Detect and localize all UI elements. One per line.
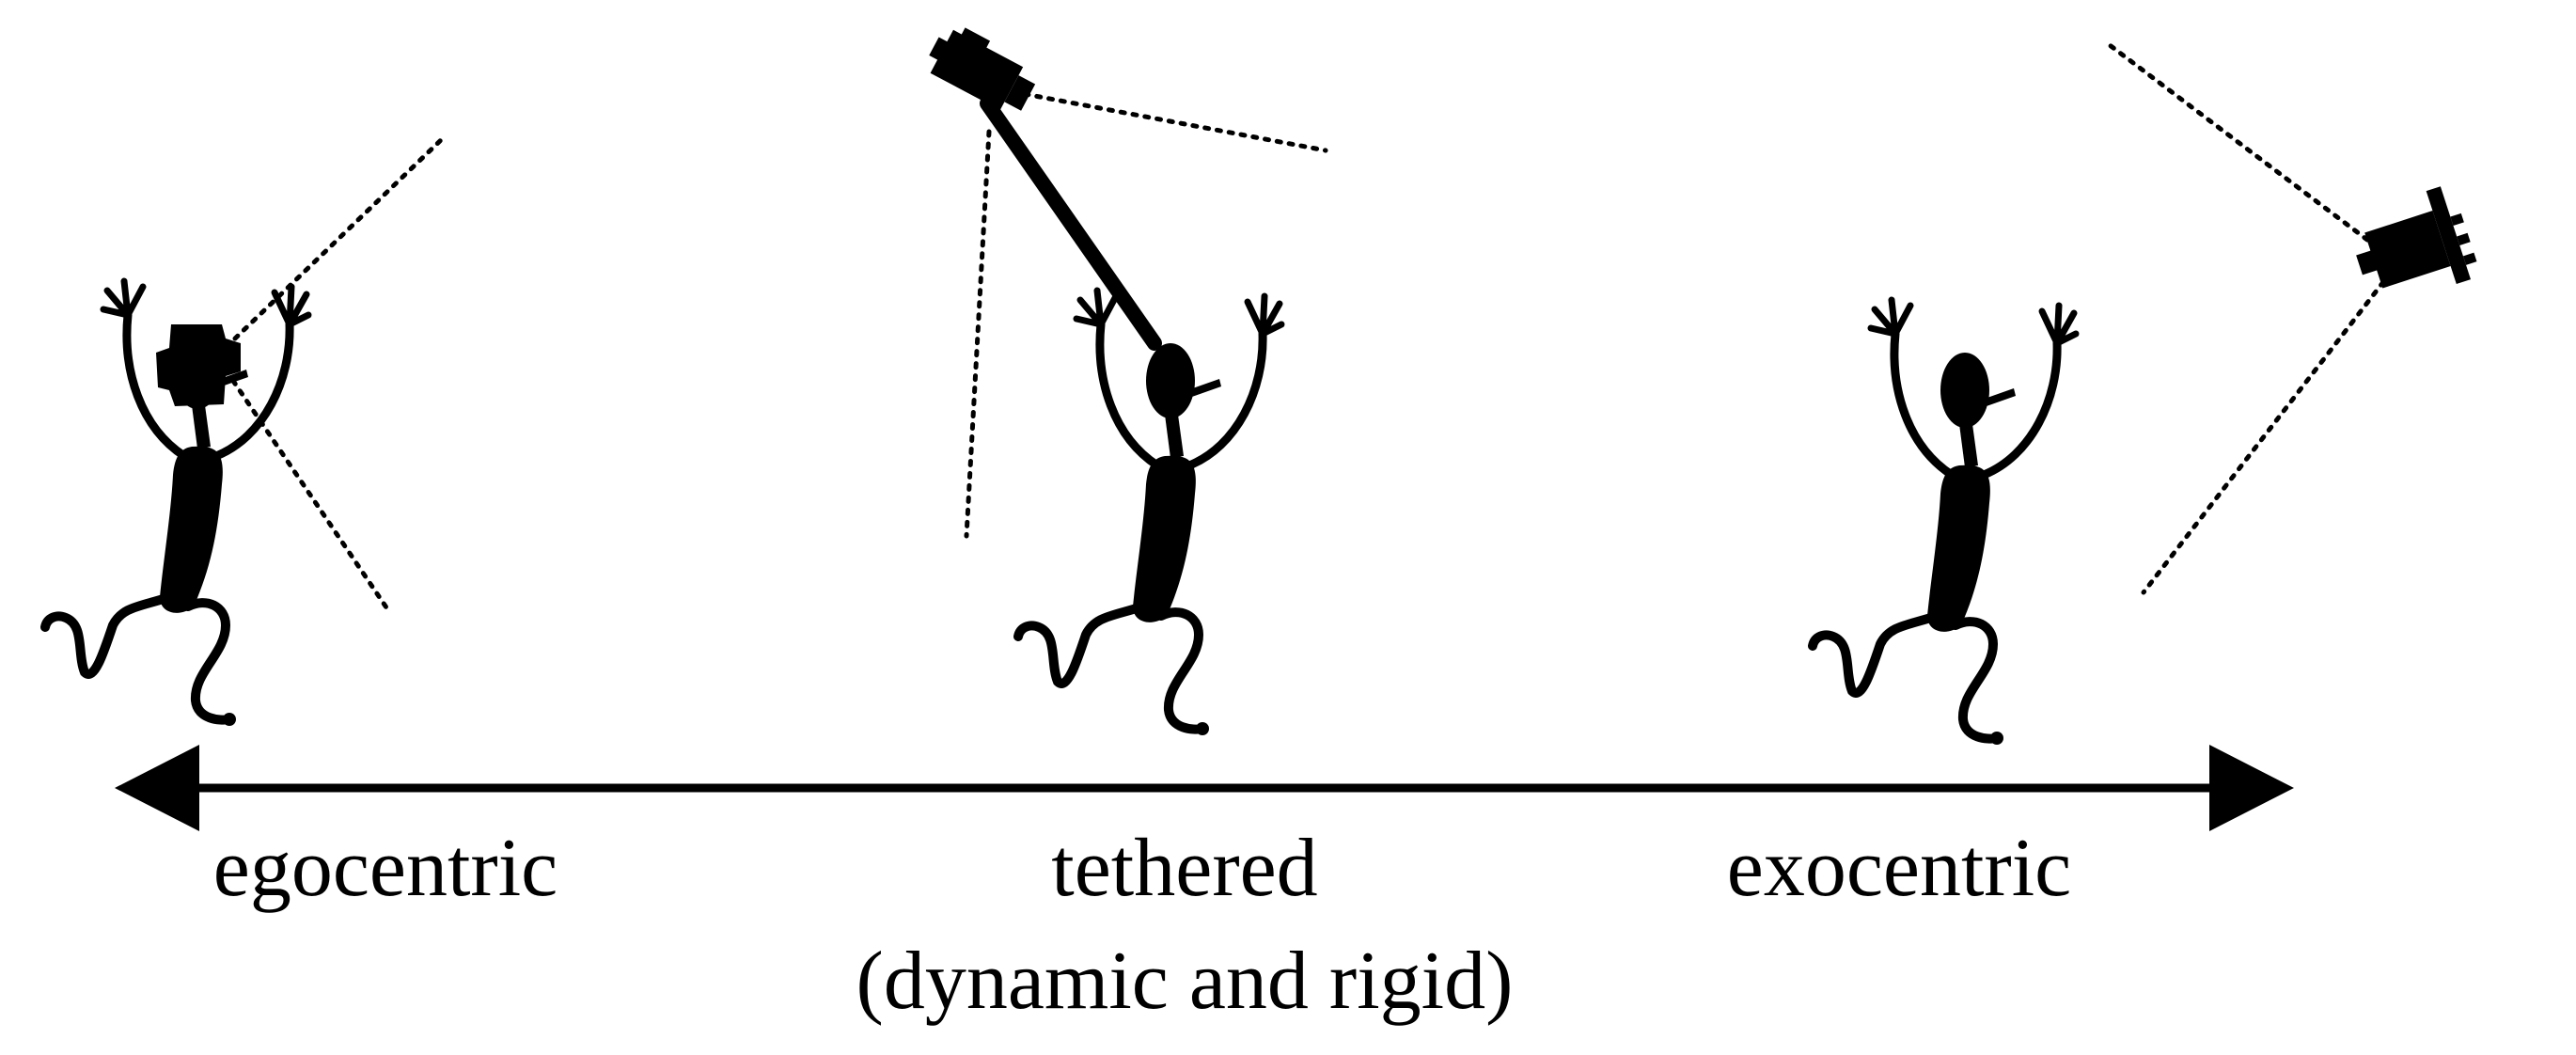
teth-frustum-right [1022, 91, 1328, 153]
arrow-left-head [115, 745, 199, 831]
teth-frustum-down [964, 129, 992, 539]
exocentric-camera-icon [2356, 186, 2477, 289]
ego-frustum-lower [230, 378, 393, 616]
label-exocentric: exocentric [1726, 823, 2072, 914]
tether-boom [980, 96, 1162, 351]
tethered-figure [929, 27, 1328, 735]
ego-frustum-upper [232, 136, 445, 341]
arrow-right-head [2209, 745, 2294, 831]
label-tethered: tethered [1051, 823, 1318, 914]
viewpoint-scale-arrow [115, 745, 2294, 831]
label-egocentric: egocentric [212, 823, 558, 914]
egocentric-figure [45, 136, 445, 726]
exocentric-figure [1813, 39, 2477, 745]
label-tethered-subtitle: (dynamic and rigid) [856, 936, 1514, 1027]
head-camera-icon [156, 324, 241, 406]
exo-frustum-lower [2141, 279, 2386, 595]
exo-frustum-upper [2103, 39, 2370, 243]
tethered-camera-icon [929, 27, 1036, 111]
